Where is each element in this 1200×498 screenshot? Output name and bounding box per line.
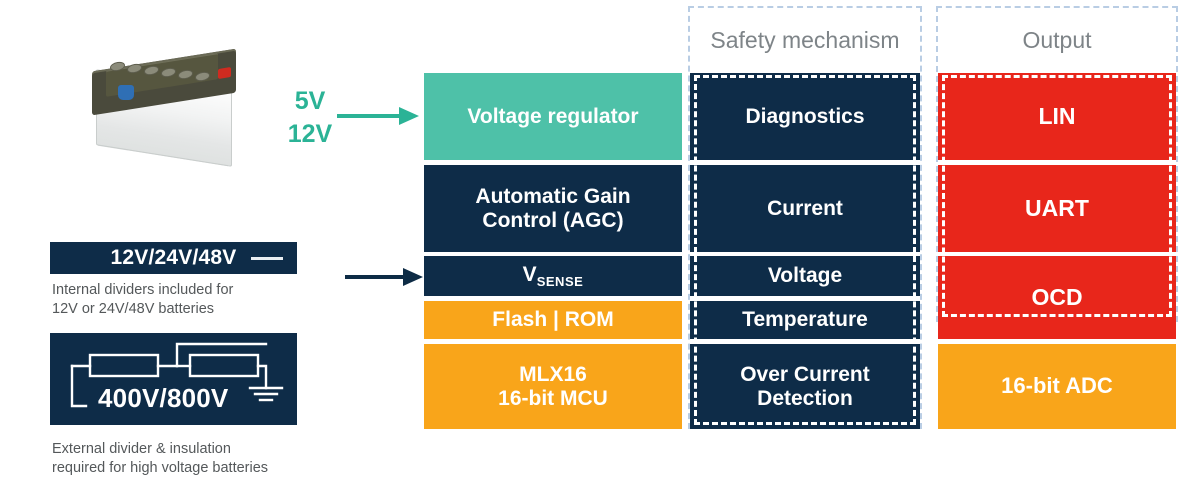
external-divider-badge-label: 400V/800V	[98, 383, 229, 413]
block-agc-label-line2: Control (AGC)	[482, 208, 624, 232]
internal-divider-badge-label: 12V/24V/48V	[110, 246, 237, 269]
block-diagnostics[interactable]: Diagnostics	[690, 73, 920, 160]
block-vsense[interactable]: VSENSE	[424, 256, 682, 296]
divider-dash-icon	[251, 257, 283, 260]
external-divider-caption-line2: required for high voltage batteries	[52, 460, 269, 476]
car-battery-image	[82, 42, 257, 167]
external-divider-caption: External divider & insulation required f…	[52, 440, 322, 478]
block-ocd-output[interactable]: OCD	[938, 256, 1176, 339]
sense-arrow-icon	[345, 266, 427, 288]
block-current-label: Current	[767, 196, 843, 220]
external-divider-badge: 400V/800V	[50, 333, 297, 425]
block-uart-label: UART	[1025, 194, 1089, 221]
block-vsense-main: V	[522, 262, 537, 286]
block-flash-rom[interactable]: Flash | ROM	[424, 301, 682, 339]
block-diagnostics-label: Diagnostics	[745, 104, 865, 128]
internal-divider-badge: 12V/24V/48V	[50, 242, 297, 274]
block-voltage-regulator[interactable]: Voltage regulator	[424, 73, 682, 160]
internal-divider-caption: Internal dividers included for 12V or 24…	[52, 281, 302, 319]
block-voltage-label: Voltage	[767, 264, 843, 288]
output-header: Output	[1022, 27, 1092, 53]
battery-positive-terminal	[218, 66, 231, 80]
block-voltage[interactable]: Voltage	[690, 256, 920, 296]
block-current[interactable]: Current	[690, 165, 920, 252]
block-mlx16-label-line1: MLX16	[519, 362, 587, 386]
block-uart[interactable]: UART	[938, 165, 1176, 252]
block-16bit-adc[interactable]: 16-bit ADC	[938, 344, 1176, 429]
block-agc-label-line1: Automatic Gain	[475, 184, 631, 208]
supply-voltage-12v: 12V	[287, 120, 333, 148]
block-flash-rom-label: Flash | ROM	[492, 308, 614, 332]
block-16bit-adc-label: 16-bit ADC	[1001, 373, 1113, 399]
block-temperature-label: Temperature	[742, 308, 868, 332]
resistor-divider-schematic-icon	[70, 342, 284, 408]
block-mlx16-mcu[interactable]: MLX16 16-bit MCU	[424, 344, 682, 429]
block-voltage-regulator-label: Voltage regulator	[467, 104, 639, 128]
block-mlx16-label-line2: 16-bit MCU	[498, 386, 608, 410]
block-automatic-gain-control[interactable]: Automatic Gain Control (AGC)	[424, 165, 682, 252]
internal-divider-caption-line2: 12V or 24V/48V batteries	[52, 301, 215, 317]
block-vsense-subscript: SENSE	[536, 273, 584, 289]
block-vsense-label: VSENSE	[523, 263, 584, 290]
block-over-current-detection[interactable]: Over Current Detection	[690, 344, 920, 429]
supply-voltage-5v: 5V	[294, 87, 326, 115]
supply-arrow-icon	[337, 105, 422, 127]
block-ocd-label-line1: Over Current	[740, 362, 870, 386]
internal-divider-caption-line1: Internal dividers included for	[52, 282, 234, 298]
block-ocd-output-label: OCD	[1031, 283, 1083, 310]
safety-mechanism-header: Safety mechanism	[710, 27, 900, 53]
external-divider-caption-line1: External divider & insulation	[52, 441, 231, 457]
supply-voltage-label: 5V 12V	[265, 85, 355, 151]
block-lin-label: LIN	[1038, 102, 1076, 129]
block-temperature[interactable]: Temperature	[690, 301, 920, 339]
block-ocd-label-line2: Detection	[757, 386, 853, 410]
battery-negative-terminal	[118, 85, 134, 100]
block-lin[interactable]: LIN	[938, 73, 1176, 160]
